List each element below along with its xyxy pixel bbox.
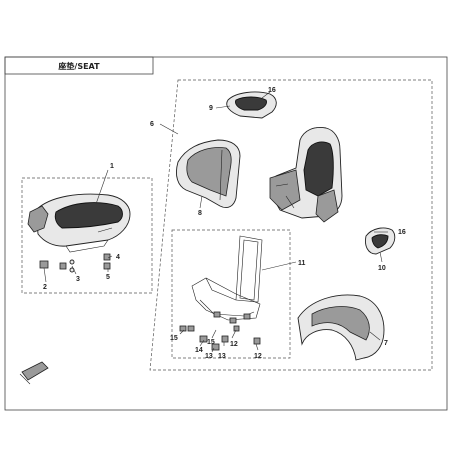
front-arrow-icon [19, 361, 49, 385]
callout-6: 6 [150, 121, 154, 128]
callout-8: 8 [198, 210, 202, 217]
callout-12-a: 12 [230, 341, 238, 348]
callout-3: 3 [76, 276, 80, 283]
headrest-cushion-part [226, 91, 277, 119]
diagram-title: 座垫/SEAT [57, 61, 100, 71]
seat-frame-part [191, 235, 263, 324]
title-box [4, 56, 154, 75]
seat-clip-part [39, 253, 111, 273]
callout-14: 14 [195, 347, 203, 354]
callout-12-b: 12 [254, 353, 262, 360]
callout-10: 10 [378, 265, 386, 272]
callout-11: 11 [298, 260, 306, 267]
lower-cover-part [297, 294, 385, 361]
callout-15-b: 15 [207, 339, 215, 346]
leader-lines [43, 91, 388, 353]
backrest-shell-part [269, 127, 343, 223]
fastener-parts [179, 325, 261, 351]
callout-15-a: 15 [170, 335, 178, 342]
callout-9: 9 [209, 105, 213, 112]
outer-frame [4, 56, 448, 411]
callout-16-side: 16 [398, 229, 406, 236]
callout-16-top: 16 [268, 87, 276, 94]
side-handle-part [365, 227, 396, 255]
backrest-pad-part [175, 139, 241, 209]
callout-5: 5 [106, 274, 110, 281]
group-seat-cushion-box [21, 177, 153, 294]
group-frame-box [171, 229, 291, 359]
callout-1: 1 [110, 163, 114, 170]
callout-2: 2 [43, 284, 47, 291]
seat-cushion-part [27, 193, 131, 253]
callout-13-b: 13 [218, 353, 226, 360]
callout-4: 4 [116, 254, 120, 261]
callout-7: 7 [384, 340, 388, 347]
callout-labels: 1 2 3 4 5 6 7 8 9 16 10 16 11 15 14 13 1… [43, 87, 406, 360]
callout-13-a: 13 [205, 353, 213, 360]
